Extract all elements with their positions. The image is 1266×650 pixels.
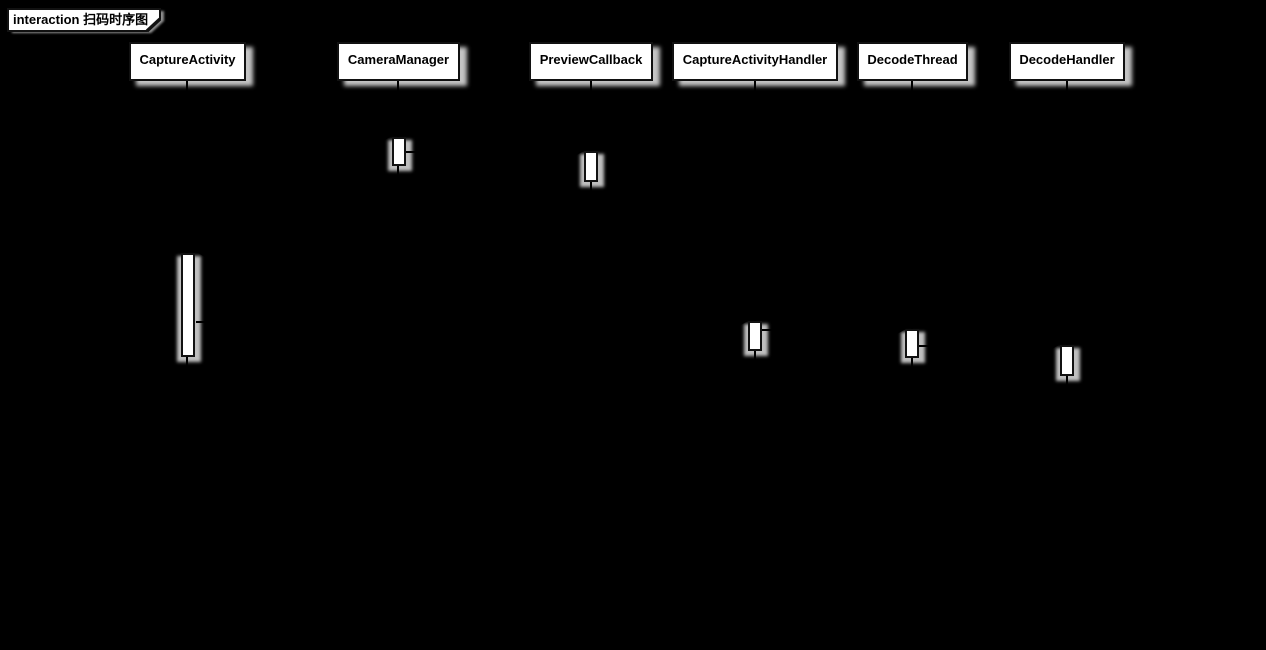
activation-bar-decodehandler <box>1060 345 1074 376</box>
message-line-2 <box>406 151 575 153</box>
frame-title-shape <box>7 8 164 33</box>
activation-bar-decodethread <box>905 329 919 358</box>
participant-label: DecodeHandler <box>1019 52 1115 67</box>
participant-box-captureactivity: CaptureActivity <box>129 42 246 81</box>
activation-bar-captureactivityhandler <box>748 321 762 351</box>
arrowhead-icon <box>196 247 205 257</box>
lifeline-previewcallback <box>590 81 592 633</box>
participant-label: CaptureActivity <box>139 52 236 67</box>
message-line-4 <box>196 321 739 323</box>
message-line-3 <box>205 252 591 254</box>
frame-title-pentagon: interaction 扫码时序图 <box>3 4 178 40</box>
participant-label: PreviewCallback <box>539 52 643 67</box>
message-line-6 <box>919 345 1050 347</box>
participant-label: DecodeThread <box>867 52 958 67</box>
lifeline-cameramanager <box>397 81 399 633</box>
activation-bar-cameramanager <box>392 137 406 166</box>
message-line-1 <box>188 136 383 138</box>
arrowhead-icon <box>1050 340 1059 350</box>
activation-bar-captureactivity <box>181 253 195 357</box>
frame-border <box>7 8 1257 638</box>
lifeline-captureactivity <box>186 81 188 633</box>
arrowhead-icon <box>897 324 906 334</box>
lifeline-captureactivityhandler <box>754 81 756 633</box>
activation-bar-previewcallback <box>584 151 598 182</box>
frame-title-label: interaction 扫码时序图 <box>13 8 148 31</box>
participant-box-previewcallback: PreviewCallback <box>529 42 653 81</box>
participant-box-decodethread: DecodeThread <box>857 42 968 81</box>
frame-title-text: 扫码时序图 <box>83 12 149 27</box>
arrowhead-icon <box>739 316 748 326</box>
message-line-5 <box>762 329 897 331</box>
participant-label: CaptureActivityHandler <box>682 52 828 67</box>
frame-keyword: interaction <box>13 12 80 27</box>
participant-box-decodehandler: DecodeHandler <box>1009 42 1125 81</box>
participant-box-captureactivityhandler: CaptureActivityHandler <box>672 42 838 81</box>
participant-box-cameramanager: CameraManager <box>337 42 460 81</box>
arrowhead-icon <box>383 131 392 141</box>
participant-label: CameraManager <box>347 52 450 67</box>
arrowhead-icon <box>575 146 584 156</box>
